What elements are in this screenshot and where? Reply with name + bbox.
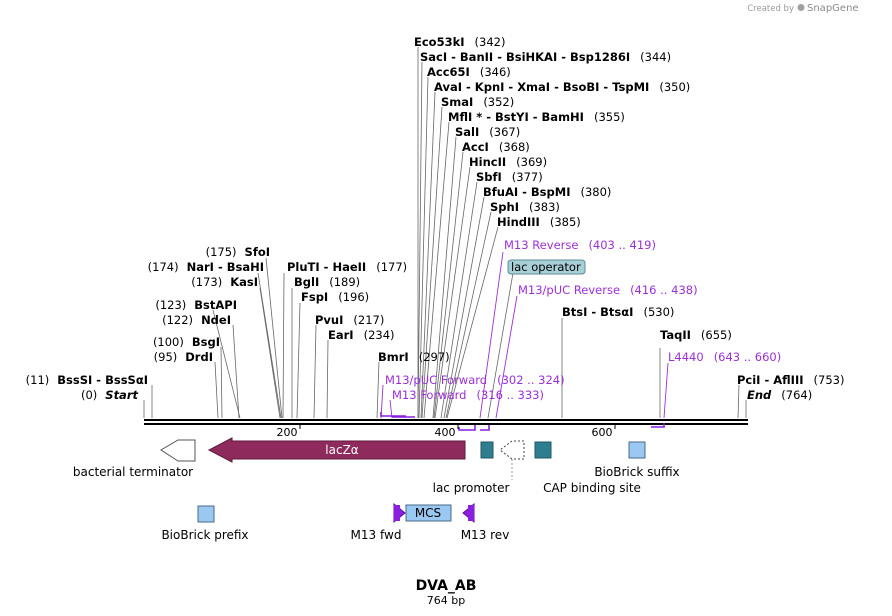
end-label: End(764) [747, 388, 812, 402]
primer-leader-lines [380, 251, 669, 419]
primer-binding-marks [380, 412, 665, 431]
feature-label: lac promoter [433, 481, 510, 495]
primer-mark-m13-reverse [458, 425, 476, 431]
primer-label: M13/pUC Forward(302 .. 324) [385, 373, 565, 387]
feature-m13-rev[interactable]: M13 rev [461, 502, 510, 542]
biobrick-suffix-box [628, 441, 646, 459]
primer-forward-body [394, 505, 400, 521]
lac-operator-label: lac operator [511, 260, 581, 274]
feature-label: BioBrick prefix [161, 528, 248, 542]
primer-label: M13 Reverse(403 .. 419) [504, 238, 656, 252]
plasmid-length: 764 bp [427, 594, 465, 607]
feature-mcs[interactable]: MCS [405, 504, 452, 522]
enzyme-label: (173)KasI [191, 275, 258, 289]
primer-reverse-body [468, 505, 474, 521]
ruler: 200 400 600 [277, 424, 616, 439]
primer-label: M13 Forward(316 .. 333) [392, 388, 544, 402]
lac-operator-tag[interactable]: lac operator [507, 259, 586, 275]
mcs-box [405, 504, 452, 522]
feature-cap-binding-site[interactable]: CAP binding site [534, 441, 641, 495]
feature-lac-promoter[interactable]: lac promoter [433, 440, 525, 495]
enzyme-label: BmrI(297) [378, 350, 450, 364]
enzyme-label: SphI(383) [490, 200, 560, 214]
primer-mark-m13-puc-forward [380, 412, 406, 417]
feature-label: BioBrick suffix [594, 465, 679, 479]
enzyme-label: SbfI(377) [476, 170, 543, 184]
enzyme-leader-lines [143, 47, 747, 419]
enzyme-label: SacI - BanII - BsiHKAI - Bsp1286I(344) [420, 50, 671, 64]
snapgene-logo-icon [797, 4, 805, 11]
primer-labels: M13 Reverse(403 .. 419) M13/pUC Reverse(… [385, 238, 781, 402]
lac-operator-feature-box [480, 441, 494, 459]
feature-biobrick-prefix[interactable]: BioBrick prefix [161, 505, 249, 542]
feature-label: MCS [415, 506, 441, 520]
feature-label: M13 fwd [351, 528, 402, 542]
enzyme-label: PvuI(217) [315, 313, 384, 327]
credit-badge[interactable]: Created by SnapGene [747, 3, 858, 14]
ruler-tick-label: 600 [592, 426, 613, 439]
enzyme-label: (123)BstAPI [155, 298, 237, 312]
enzyme-label: PluTI - HaeII(177) [287, 260, 407, 274]
primer-mark-m13-puc-reverse [480, 425, 490, 431]
enzyme-label: (11)BssSI - BssSαI [26, 373, 148, 387]
enzyme-label: HindIII(385) [497, 215, 581, 229]
plasmid-name: DVA_AB [416, 578, 477, 594]
enzyme-label: HincII(369) [469, 155, 547, 169]
lac-operator-leader [487, 272, 514, 419]
enzyme-label: TaqII(655) [660, 328, 732, 342]
feature-biobrick-suffix[interactable]: BioBrick suffix [594, 441, 680, 479]
enzyme-label: MflI * - BstYI - BamHI(355) [448, 110, 625, 124]
terminator-arrow-icon [160, 439, 196, 462]
feature-m13-fwd[interactable]: M13 fwd [351, 502, 406, 542]
feature-label: lacZα [325, 443, 359, 457]
credit-prefix: Created by [747, 4, 794, 14]
enzyme-label: AccI(368) [462, 140, 530, 154]
enzyme-label: (100)BsgI [153, 335, 220, 349]
feature-lac-operator[interactable] [480, 441, 494, 459]
ruler-tick-label: 200 [277, 426, 298, 439]
primer-label: M13/pUC Reverse(416 .. 438) [518, 283, 698, 297]
enzyme-label: FspI(196) [301, 290, 369, 304]
enzyme-label: BglI(189) [294, 275, 360, 289]
enzyme-label: PciI - AflIII(753) [737, 373, 844, 387]
feature-label: bacterial terminator [73, 465, 193, 479]
enzyme-label: (122)NdeI [162, 313, 231, 327]
enzyme-labels: Eco53kI(342) SacI - BanII - BsiHKAI - Bs… [26, 35, 845, 402]
ruler-tick-label: 400 [435, 426, 456, 439]
primer-mark-l4440 [651, 423, 665, 428]
lac-operator-box [507, 259, 586, 275]
enzyme-label: SmaI(352) [441, 95, 514, 109]
biobrick-prefix-box [197, 505, 215, 523]
promoter-arrow-icon [499, 440, 525, 460]
enzyme-label: EarI(234) [328, 328, 395, 342]
enzyme-label: AvaI - KpnI - XmaI - BsoBI - TspMI(350) [434, 80, 690, 94]
enzyme-label: (95)DrdI [154, 350, 213, 364]
enzyme-label: (175)SfoI [206, 245, 270, 259]
credit-brand: SnapGene [807, 3, 859, 14]
cap-site-box [534, 441, 552, 459]
start-label: (0)Start [81, 388, 139, 402]
feature-bacterial-terminator[interactable]: bacterial terminator [73, 439, 196, 479]
feature-label: CAP binding site [543, 481, 641, 495]
enzyme-label: BtsI - BtsαI(530) [562, 305, 674, 319]
enzyme-label: Eco53kI(342) [414, 35, 505, 49]
feature-lacz[interactable]: lacZα [207, 437, 466, 463]
enzyme-label: SalI(367) [455, 125, 520, 139]
sequence-backbone [144, 419, 748, 425]
enzyme-label: Acc65I(346) [427, 65, 511, 79]
feature-label: M13 rev [461, 528, 510, 542]
lacz-arrow [207, 437, 466, 463]
enzyme-label: BfuAI - BspMI(380) [483, 185, 611, 199]
enzyme-label: (174)NarI - BsaHI [148, 260, 264, 274]
primer-label: L4440(643 .. 660) [668, 350, 781, 364]
